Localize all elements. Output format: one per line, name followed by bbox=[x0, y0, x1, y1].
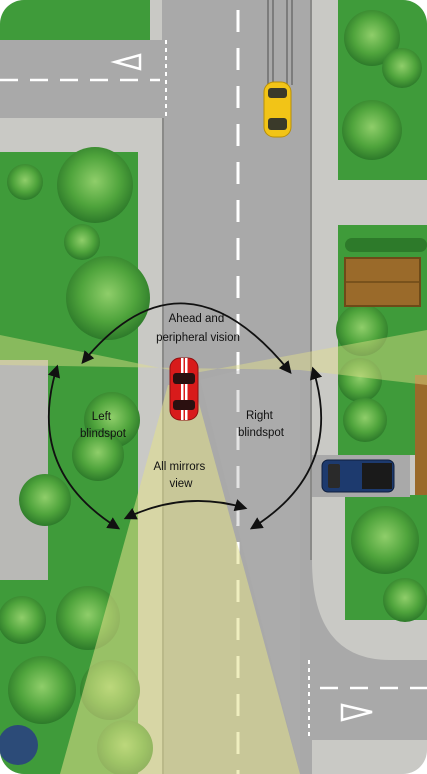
ahead-arrow bbox=[81, 302, 292, 374]
right-blindspot-arrow bbox=[249, 366, 323, 530]
view-arrows bbox=[47, 302, 323, 530]
mirror-view-cone bbox=[60, 385, 300, 774]
mirrors-label: All mirrors view bbox=[154, 461, 209, 490]
top-side-road bbox=[0, 40, 175, 118]
red-car bbox=[169, 357, 199, 421]
give-way-triangle-bottom bbox=[340, 703, 373, 722]
garage bbox=[415, 375, 427, 495]
left-driveway bbox=[0, 360, 48, 580]
ahead-label: Ahead and peripheral vision bbox=[156, 313, 240, 344]
top-left-lawn bbox=[0, 0, 150, 40]
pond bbox=[0, 725, 38, 765]
yellow-car bbox=[263, 81, 292, 138]
left-blindspot-arrow bbox=[47, 364, 121, 530]
left-blindspot-label: Left blindspot bbox=[80, 411, 127, 440]
right-blindspot-label: Right blindspot bbox=[238, 410, 285, 439]
give-way-triangle-top bbox=[110, 53, 142, 71]
pickup-truck bbox=[321, 459, 395, 493]
mirrors-arrow bbox=[123, 499, 248, 520]
